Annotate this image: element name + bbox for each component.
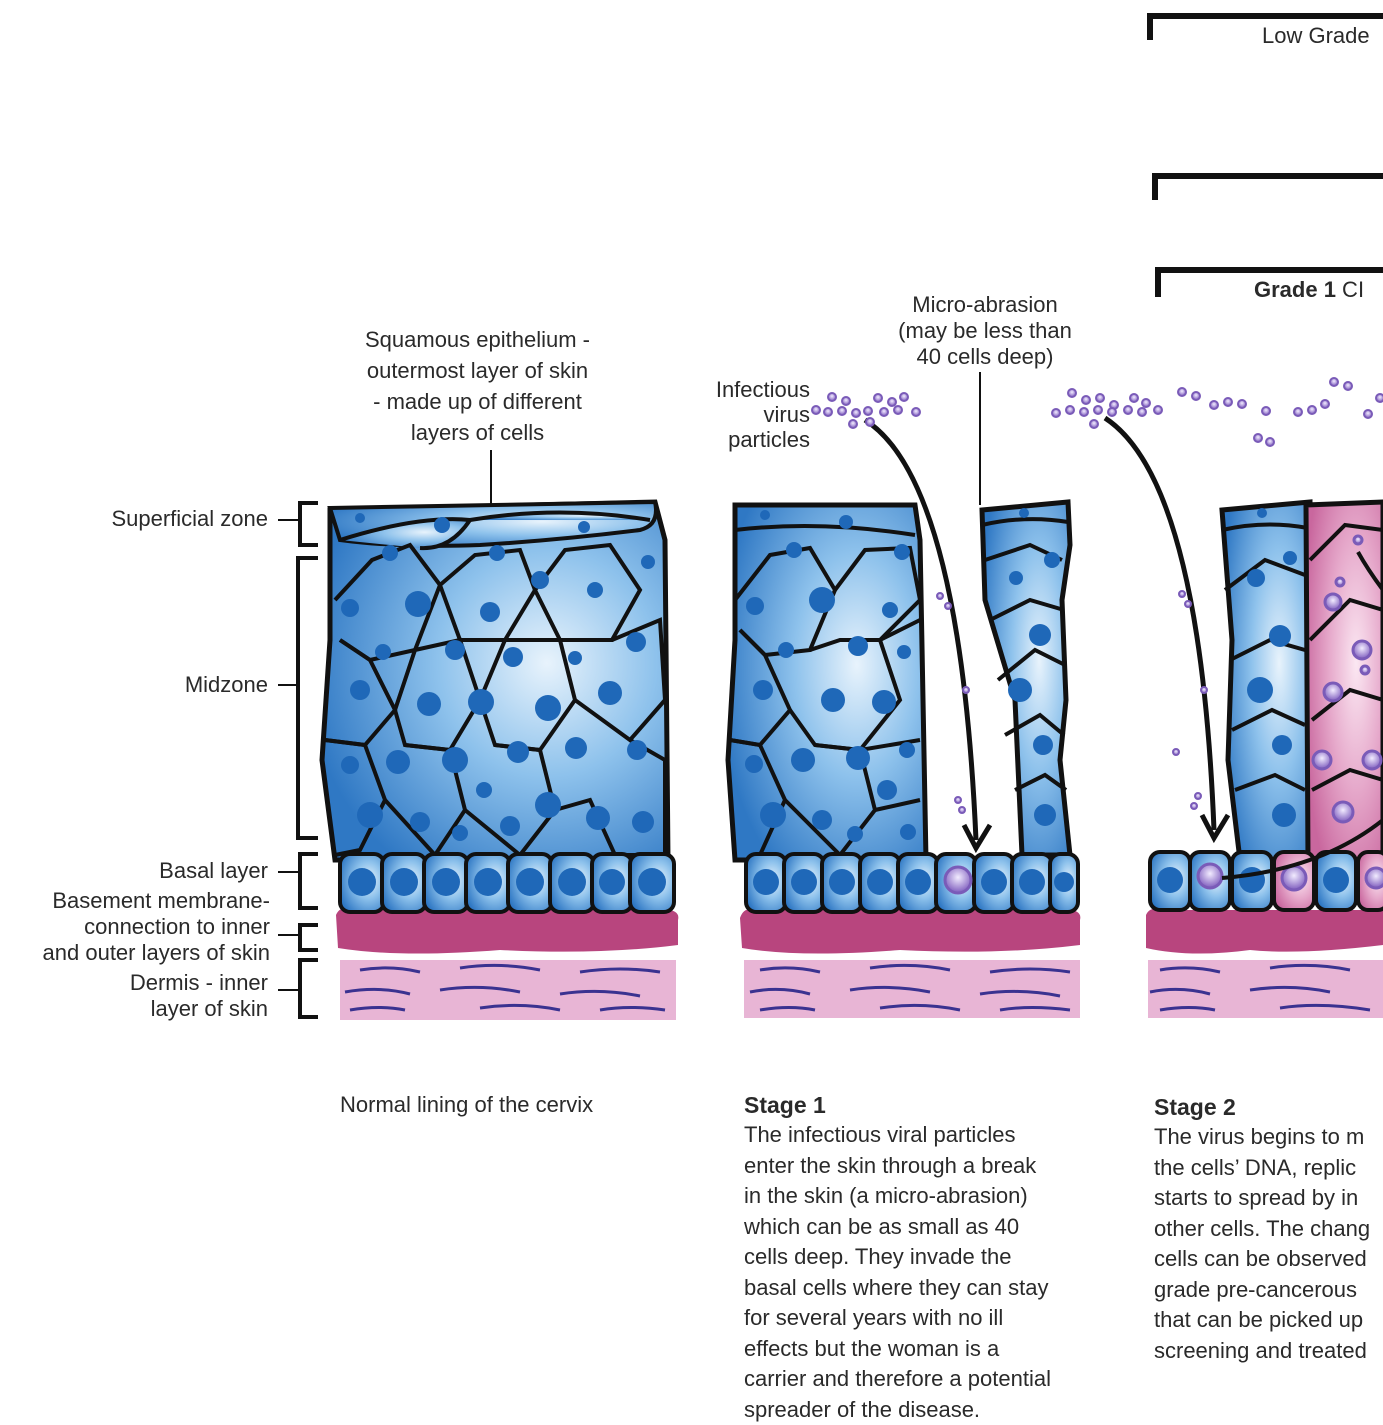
stage1-line: The infectious viral particles bbox=[744, 1120, 1104, 1151]
infectious-line-1: Infectious bbox=[680, 377, 810, 402]
stage1-line: for several years with no ill bbox=[744, 1303, 1104, 1334]
stage2-line: starts to spread by in bbox=[1154, 1183, 1383, 1214]
stage2-line: grade pre-cancerous bbox=[1154, 1275, 1383, 1306]
abrasion-line-1: Micro-abrasion bbox=[880, 292, 1090, 318]
midzone-label: Midzone bbox=[40, 672, 268, 698]
epithelium-line-2: outermost layer of skin bbox=[330, 355, 625, 386]
stage2-line: The virus begins to m bbox=[1154, 1122, 1383, 1153]
grade1-rest: CI bbox=[1336, 277, 1364, 302]
basement-line-3: and outer layers of skin bbox=[0, 940, 270, 966]
stage2-heading: Stage 2 bbox=[1154, 1092, 1383, 1122]
abrasion-label: Micro-abrasion (may be less than 40 cell… bbox=[880, 292, 1090, 370]
basement-membrane-label: Basement membrane- connection to inner a… bbox=[0, 888, 270, 966]
dermis-label: Dermis - inner layer of skin bbox=[40, 970, 268, 1022]
stage1-line: enter the skin through a break bbox=[744, 1151, 1104, 1182]
panel-stage2 bbox=[1105, 418, 1383, 1018]
panel-stage1 bbox=[728, 420, 1080, 1018]
abrasion-line-2: (may be less than bbox=[880, 318, 1090, 344]
stage2-line: that can be picked up bbox=[1154, 1305, 1383, 1336]
epithelium-label: Squamous epithelium - outermost layer of… bbox=[330, 324, 625, 448]
zone-brackets bbox=[278, 503, 318, 1017]
normal-caption: Normal lining of the cervix bbox=[340, 1090, 593, 1121]
basement-membrane bbox=[336, 908, 678, 953]
grade1-bold: Grade 1 bbox=[1254, 277, 1336, 302]
epithelium-line-4: layers of cells bbox=[330, 417, 625, 448]
infectious-label: Infectious virus particles bbox=[680, 377, 810, 452]
stage1-line: in the skin (a micro-abrasion) bbox=[744, 1181, 1104, 1212]
epithelium-line-1: Squamous epithelium - bbox=[330, 324, 625, 355]
grade1-label: Grade 1 CI bbox=[1254, 277, 1364, 303]
stage2-caption: Stage 2 The virus begins to m the cells’… bbox=[1154, 1092, 1383, 1366]
bracket-middle bbox=[1155, 176, 1383, 200]
basement-line-2: connection to inner bbox=[0, 914, 270, 940]
basal-layer-normal bbox=[340, 854, 674, 912]
stage1-heading: Stage 1 bbox=[744, 1090, 1104, 1120]
stage1-line: carrier and therefore a potential bbox=[744, 1364, 1104, 1395]
low-grade-text: Low Grade bbox=[1262, 23, 1370, 48]
epithelium-line-3: - made up of different bbox=[330, 386, 625, 417]
stage1-caption: Stage 1 The infectious viral particles e… bbox=[744, 1090, 1104, 1425]
superficial-zone-label: Superficial zone bbox=[40, 506, 268, 532]
stage1-line: cells deep. They invade the bbox=[744, 1242, 1104, 1273]
stage2-line: other cells. The chang bbox=[1154, 1214, 1383, 1245]
abrasion-line-3: 40 cells deep) bbox=[880, 344, 1090, 370]
stage2-line: screening and treated bbox=[1154, 1336, 1383, 1367]
stage2-line: cells can be observed bbox=[1154, 1244, 1383, 1275]
stage1-line: spreader of the disease. bbox=[744, 1395, 1104, 1425]
basal-layer-label: Basal layer bbox=[40, 858, 268, 884]
stage1-line: effects but the woman is a bbox=[744, 1334, 1104, 1365]
stage2-line: the cells’ DNA, replic bbox=[1154, 1153, 1383, 1184]
infectious-line-2: virus bbox=[680, 402, 810, 427]
infectious-line-3: particles bbox=[680, 427, 810, 452]
panel-normal bbox=[322, 502, 678, 1020]
stage1-line: which can be as small as 40 bbox=[744, 1212, 1104, 1243]
dermis-line-1: Dermis - inner bbox=[40, 970, 268, 996]
low-grade-label: Low Grade bbox=[1262, 23, 1370, 49]
dermis-line-2: layer of skin bbox=[40, 996, 268, 1022]
basement-line-1: Basement membrane- bbox=[0, 888, 270, 914]
stage1-line: basal cells where they can stay bbox=[744, 1273, 1104, 1304]
